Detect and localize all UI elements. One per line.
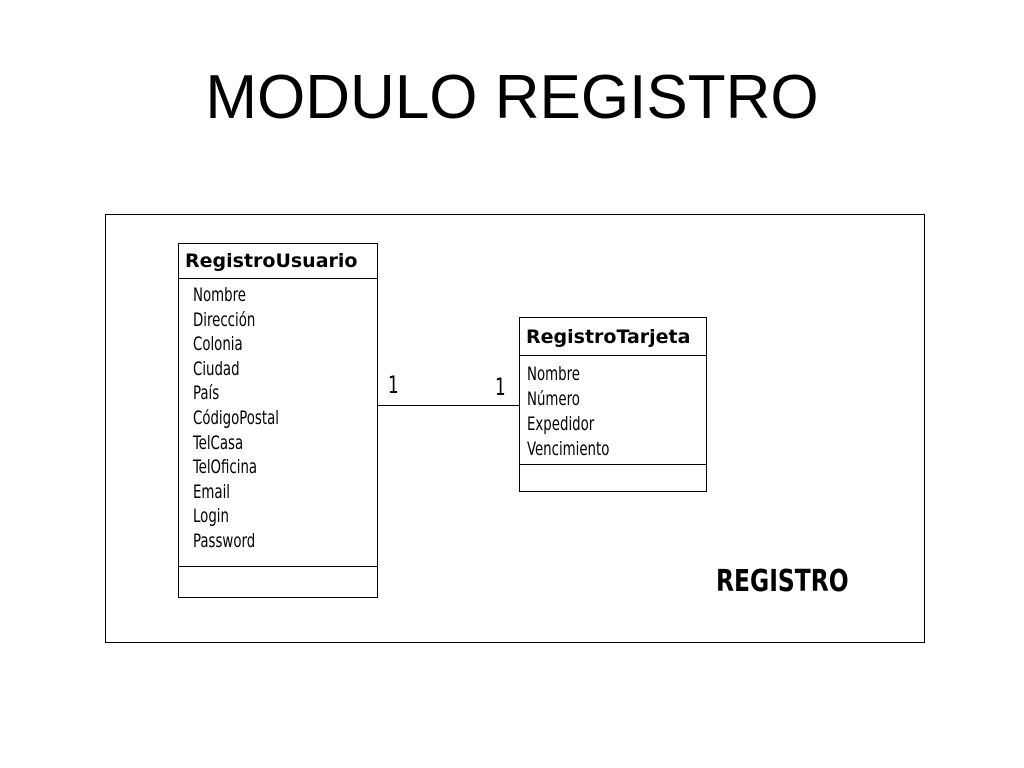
class-box-registro-usuario: RegistroUsuario Nombre Dirección Colonia… <box>178 243 378 598</box>
methods-compartment <box>520 464 706 491</box>
multiplicity-right: 1 <box>495 373 506 401</box>
association-line <box>377 405 519 406</box>
attribute: Nombre <box>193 284 246 306</box>
diagram-frame <box>105 214 925 643</box>
attribute: Ciudad <box>193 357 240 380</box>
attribute: Dirección <box>193 308 256 331</box>
multiplicity-left: 1 <box>388 371 399 399</box>
module-label: REGISTRO <box>716 564 849 599</box>
page-title: MODULO REGISTRO <box>205 63 819 132</box>
attribute: Email <box>193 480 231 503</box>
attribute-list: Nombre Número Expedidor Vencimiento <box>520 356 706 464</box>
attribute: Nombre <box>527 363 580 385</box>
attribute: CódigoPostal <box>193 406 279 429</box>
attribute: Vencimiento <box>527 438 610 460</box>
attribute: TelOficina <box>193 456 258 479</box>
attribute: Número <box>527 388 580 410</box>
methods-compartment <box>179 566 377 597</box>
attribute-list: Nombre Dirección Colonia Ciudad País Cód… <box>179 279 377 566</box>
attribute: País <box>193 382 220 405</box>
attribute: Password <box>193 529 256 552</box>
attribute: Expedidor <box>527 413 595 435</box>
class-name: RegistroTarjeta <box>520 318 706 356</box>
attribute: Colonia <box>193 333 243 356</box>
class-name: RegistroUsuario <box>179 244 377 279</box>
attribute: TelCasa <box>193 431 244 454</box>
attribute: Login <box>193 505 229 528</box>
class-box-registro-tarjeta: RegistroTarjeta Nombre Número Expedidor … <box>519 317 707 492</box>
